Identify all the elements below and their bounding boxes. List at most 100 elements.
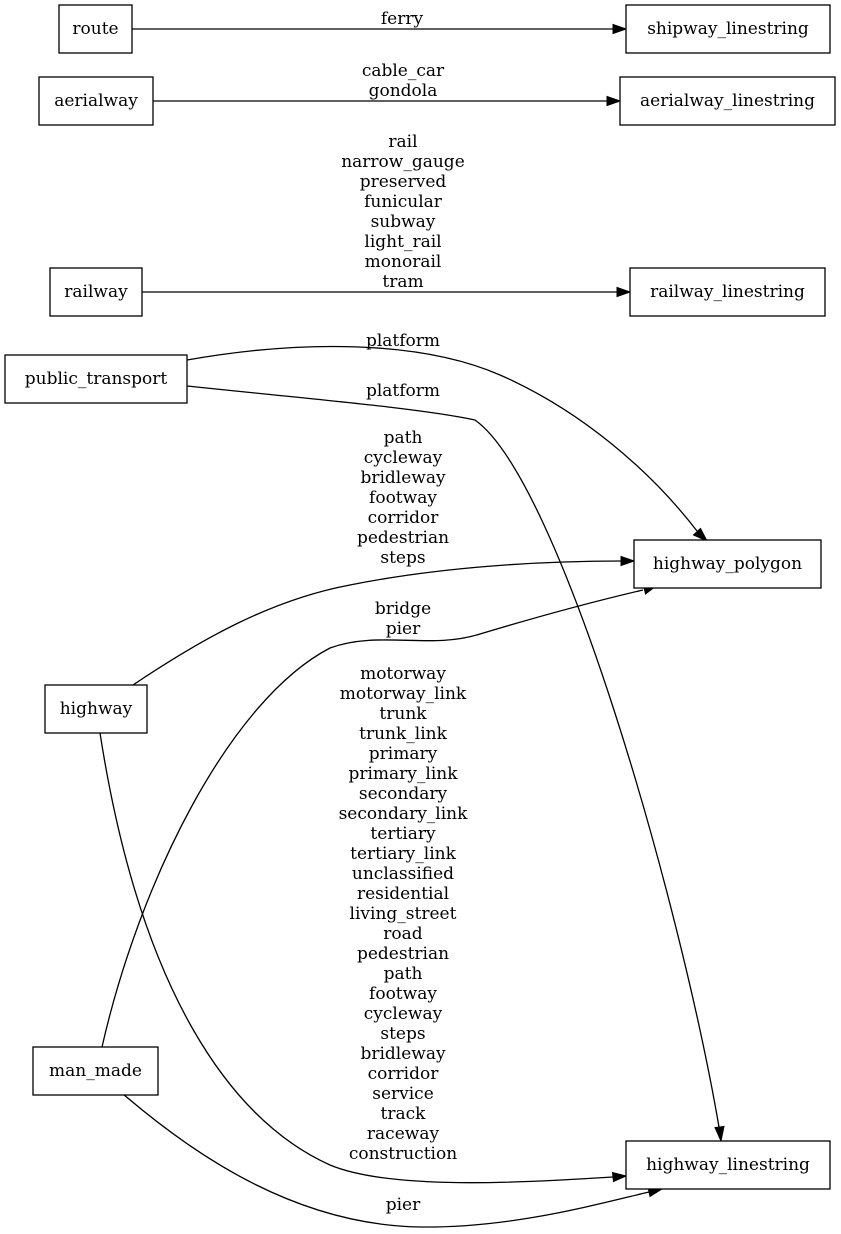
edge-label-line: pier xyxy=(386,619,421,639)
edge-line xyxy=(132,560,622,686)
edge-labels-highway-linestring: motorwaymotorway_linktrunktrunk_linkprim… xyxy=(339,664,469,1164)
node-box xyxy=(629,267,826,317)
edge-label-line: funicular xyxy=(364,192,443,212)
edge-label-line: construction xyxy=(349,1144,457,1164)
edge-aerialway-aerialway-linestring xyxy=(153,95,622,107)
edge-man-made-highway-linestring xyxy=(122,1093,664,1228)
arrow-head xyxy=(606,95,622,107)
node-shipway-linestring: shipway_linestring xyxy=(625,4,831,54)
node-label: railway_linestring xyxy=(650,282,805,302)
arrow-head xyxy=(612,23,628,35)
arrow-head xyxy=(611,1171,628,1183)
edge-label-line: primary xyxy=(369,744,438,764)
edge-public-transport-highway-linestring xyxy=(186,385,725,1143)
edge-label-line: living_street xyxy=(350,904,457,924)
node-box xyxy=(4,354,188,404)
node-box xyxy=(44,684,148,734)
edge-label-line: pedestrian xyxy=(357,944,449,964)
edge-label-line: bridleway xyxy=(360,1044,446,1064)
node-box xyxy=(625,4,831,54)
edge-line xyxy=(122,1093,650,1228)
edge-label-line: residential xyxy=(357,884,449,904)
node-box xyxy=(58,4,133,54)
edge-public-transport-highway-polygon xyxy=(186,345,709,543)
edge-labels-railway: railnarrow_gaugepreservedfunicularsubway… xyxy=(341,132,465,292)
node-highway: highway xyxy=(44,684,148,734)
edge-label-ferry: ferry xyxy=(381,9,424,29)
edge-label-line: trunk xyxy=(379,704,427,724)
node-railway: railway xyxy=(49,267,143,317)
node-box xyxy=(633,539,822,589)
edge-label-line: primary_link xyxy=(348,764,458,784)
edge-label-line: steps xyxy=(380,548,425,568)
arrow-head xyxy=(692,527,709,543)
edge-label-line: path xyxy=(384,964,423,984)
edge-line xyxy=(101,589,644,1048)
arrow-head xyxy=(620,555,636,567)
node-label: railway xyxy=(64,282,128,302)
edge-label-line: rail xyxy=(388,132,417,152)
node-label: highway xyxy=(60,699,133,719)
edge-label-line: motorway xyxy=(360,664,446,684)
edge-label-line: track xyxy=(381,1104,427,1124)
node-railway-linestring: railway_linestring xyxy=(629,267,826,317)
edge-label-line: secondary xyxy=(359,784,448,804)
edge-highway-highway-polygon xyxy=(132,555,636,686)
edge-railway-railway-linestring xyxy=(142,286,632,298)
node-public-transport: public_transport xyxy=(4,354,188,404)
edge-label-line: narrow_gauge xyxy=(341,152,465,172)
edge-line xyxy=(99,732,614,1184)
node-box xyxy=(625,1140,831,1190)
edge-label-line: bridge xyxy=(375,599,431,619)
edge-label-line: steps xyxy=(380,1024,425,1044)
node-highway-polygon: highway_polygon xyxy=(633,539,822,589)
node-aerialway-linestring: aerialway_linestring xyxy=(619,76,836,126)
node-route: route xyxy=(58,4,133,54)
edge-label-line: footway xyxy=(369,488,437,508)
edge-label-line: pedestrian xyxy=(357,528,449,548)
edge-label-line: unclassified xyxy=(352,864,454,884)
edge-label-line: preserved xyxy=(360,172,447,192)
edge-label-line: path xyxy=(384,428,423,448)
node-box xyxy=(38,76,154,126)
edge-label-line: footway xyxy=(369,984,437,1004)
edge-label-line: corridor xyxy=(368,508,440,528)
node-label: highway_polygon xyxy=(653,554,802,574)
edge-label-line: tram xyxy=(382,272,423,292)
edge-label-line: raceway xyxy=(367,1124,440,1144)
edge-label-line: cycleway xyxy=(364,1004,443,1024)
edge-route-shipway xyxy=(132,23,628,35)
edge-label-line: subway xyxy=(371,212,436,232)
node-label: aerialway_linestring xyxy=(640,91,815,111)
node-label: route xyxy=(72,19,118,39)
edge-highway-highway-linestring xyxy=(99,732,628,1184)
edge-label-line: service xyxy=(372,1084,434,1104)
edge-label-line: secondary_link xyxy=(339,804,469,824)
node-box xyxy=(32,1046,159,1096)
node-aerialway: aerialway xyxy=(38,76,154,126)
node-box xyxy=(49,267,143,317)
edge-label-pier-bottom: pier xyxy=(386,1195,421,1215)
edge-label-line: tertiary xyxy=(370,824,436,844)
edge-labels-highway-polygon: pathcyclewaybridlewayfootwaycorridorpede… xyxy=(357,428,449,568)
node-label: shipway_linestring xyxy=(647,19,809,39)
node-label: man_made xyxy=(49,1061,142,1081)
node-box xyxy=(619,76,836,126)
edge-label-line: bridleway xyxy=(360,468,446,488)
edge-label-line: light_rail xyxy=(364,232,441,252)
edge-line xyxy=(186,345,698,532)
edge-label-platform-lower: platform xyxy=(366,381,440,401)
node-label: public_transport xyxy=(25,369,168,389)
edge-label-line: monorail xyxy=(365,252,442,272)
edge-line xyxy=(186,385,720,1128)
edge-label-line: gondola xyxy=(369,81,438,101)
arrow-head xyxy=(616,286,632,298)
node-label: highway_linestring xyxy=(646,1155,810,1175)
edge-label-line: motorway_link xyxy=(340,684,467,704)
edge-label-platform-upper: platform xyxy=(366,331,440,351)
edge-labels-aerialway: cable_car gondola xyxy=(362,61,445,101)
edge-label-line: cable_car xyxy=(362,61,445,81)
edge-label-line: cycleway xyxy=(364,448,443,468)
